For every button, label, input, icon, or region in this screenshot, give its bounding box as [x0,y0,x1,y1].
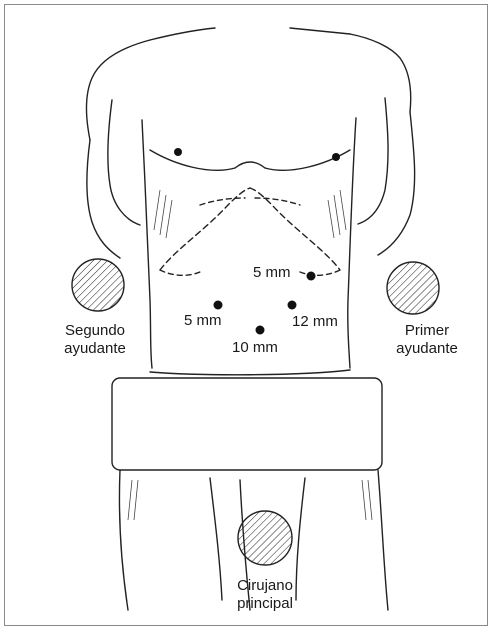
label-line: Primer [372,322,482,340]
left-shoulder-line [87,40,151,140]
right-leg-outer [378,470,388,610]
label-line: ayudante [372,340,482,358]
cirujano-principal-marker [238,511,292,565]
left-leg-outer [119,470,128,610]
port-dot-right [288,301,297,310]
right-nipple [332,153,340,161]
port-label-right: 12 mm [292,313,338,330]
label-line: principal [205,595,325,613]
port-label-upper-right: 5 mm [253,264,291,281]
label-line: Cirujano [205,577,325,595]
port-label-left: 5 mm [184,312,222,329]
primer-ayudante-marker [387,262,439,314]
label-line: ayudante [30,340,160,358]
label-line: Segundo [30,322,160,340]
label-cirujano-principal: Cirujano principal [205,577,325,613]
left-nipple [174,148,182,156]
port-dot-left [214,301,223,310]
label-primer-ayudante: Primer ayudante [372,322,482,358]
port-dot-upper-right [307,272,316,281]
port-label-umbilical: 10 mm [232,339,278,356]
torso-right-side [348,118,356,368]
drape-band [112,378,382,470]
label-segundo-ayudante: Segundo ayudante [30,322,160,358]
segundo-ayudante-marker [72,259,124,311]
port-dot-umbilical [256,326,265,335]
